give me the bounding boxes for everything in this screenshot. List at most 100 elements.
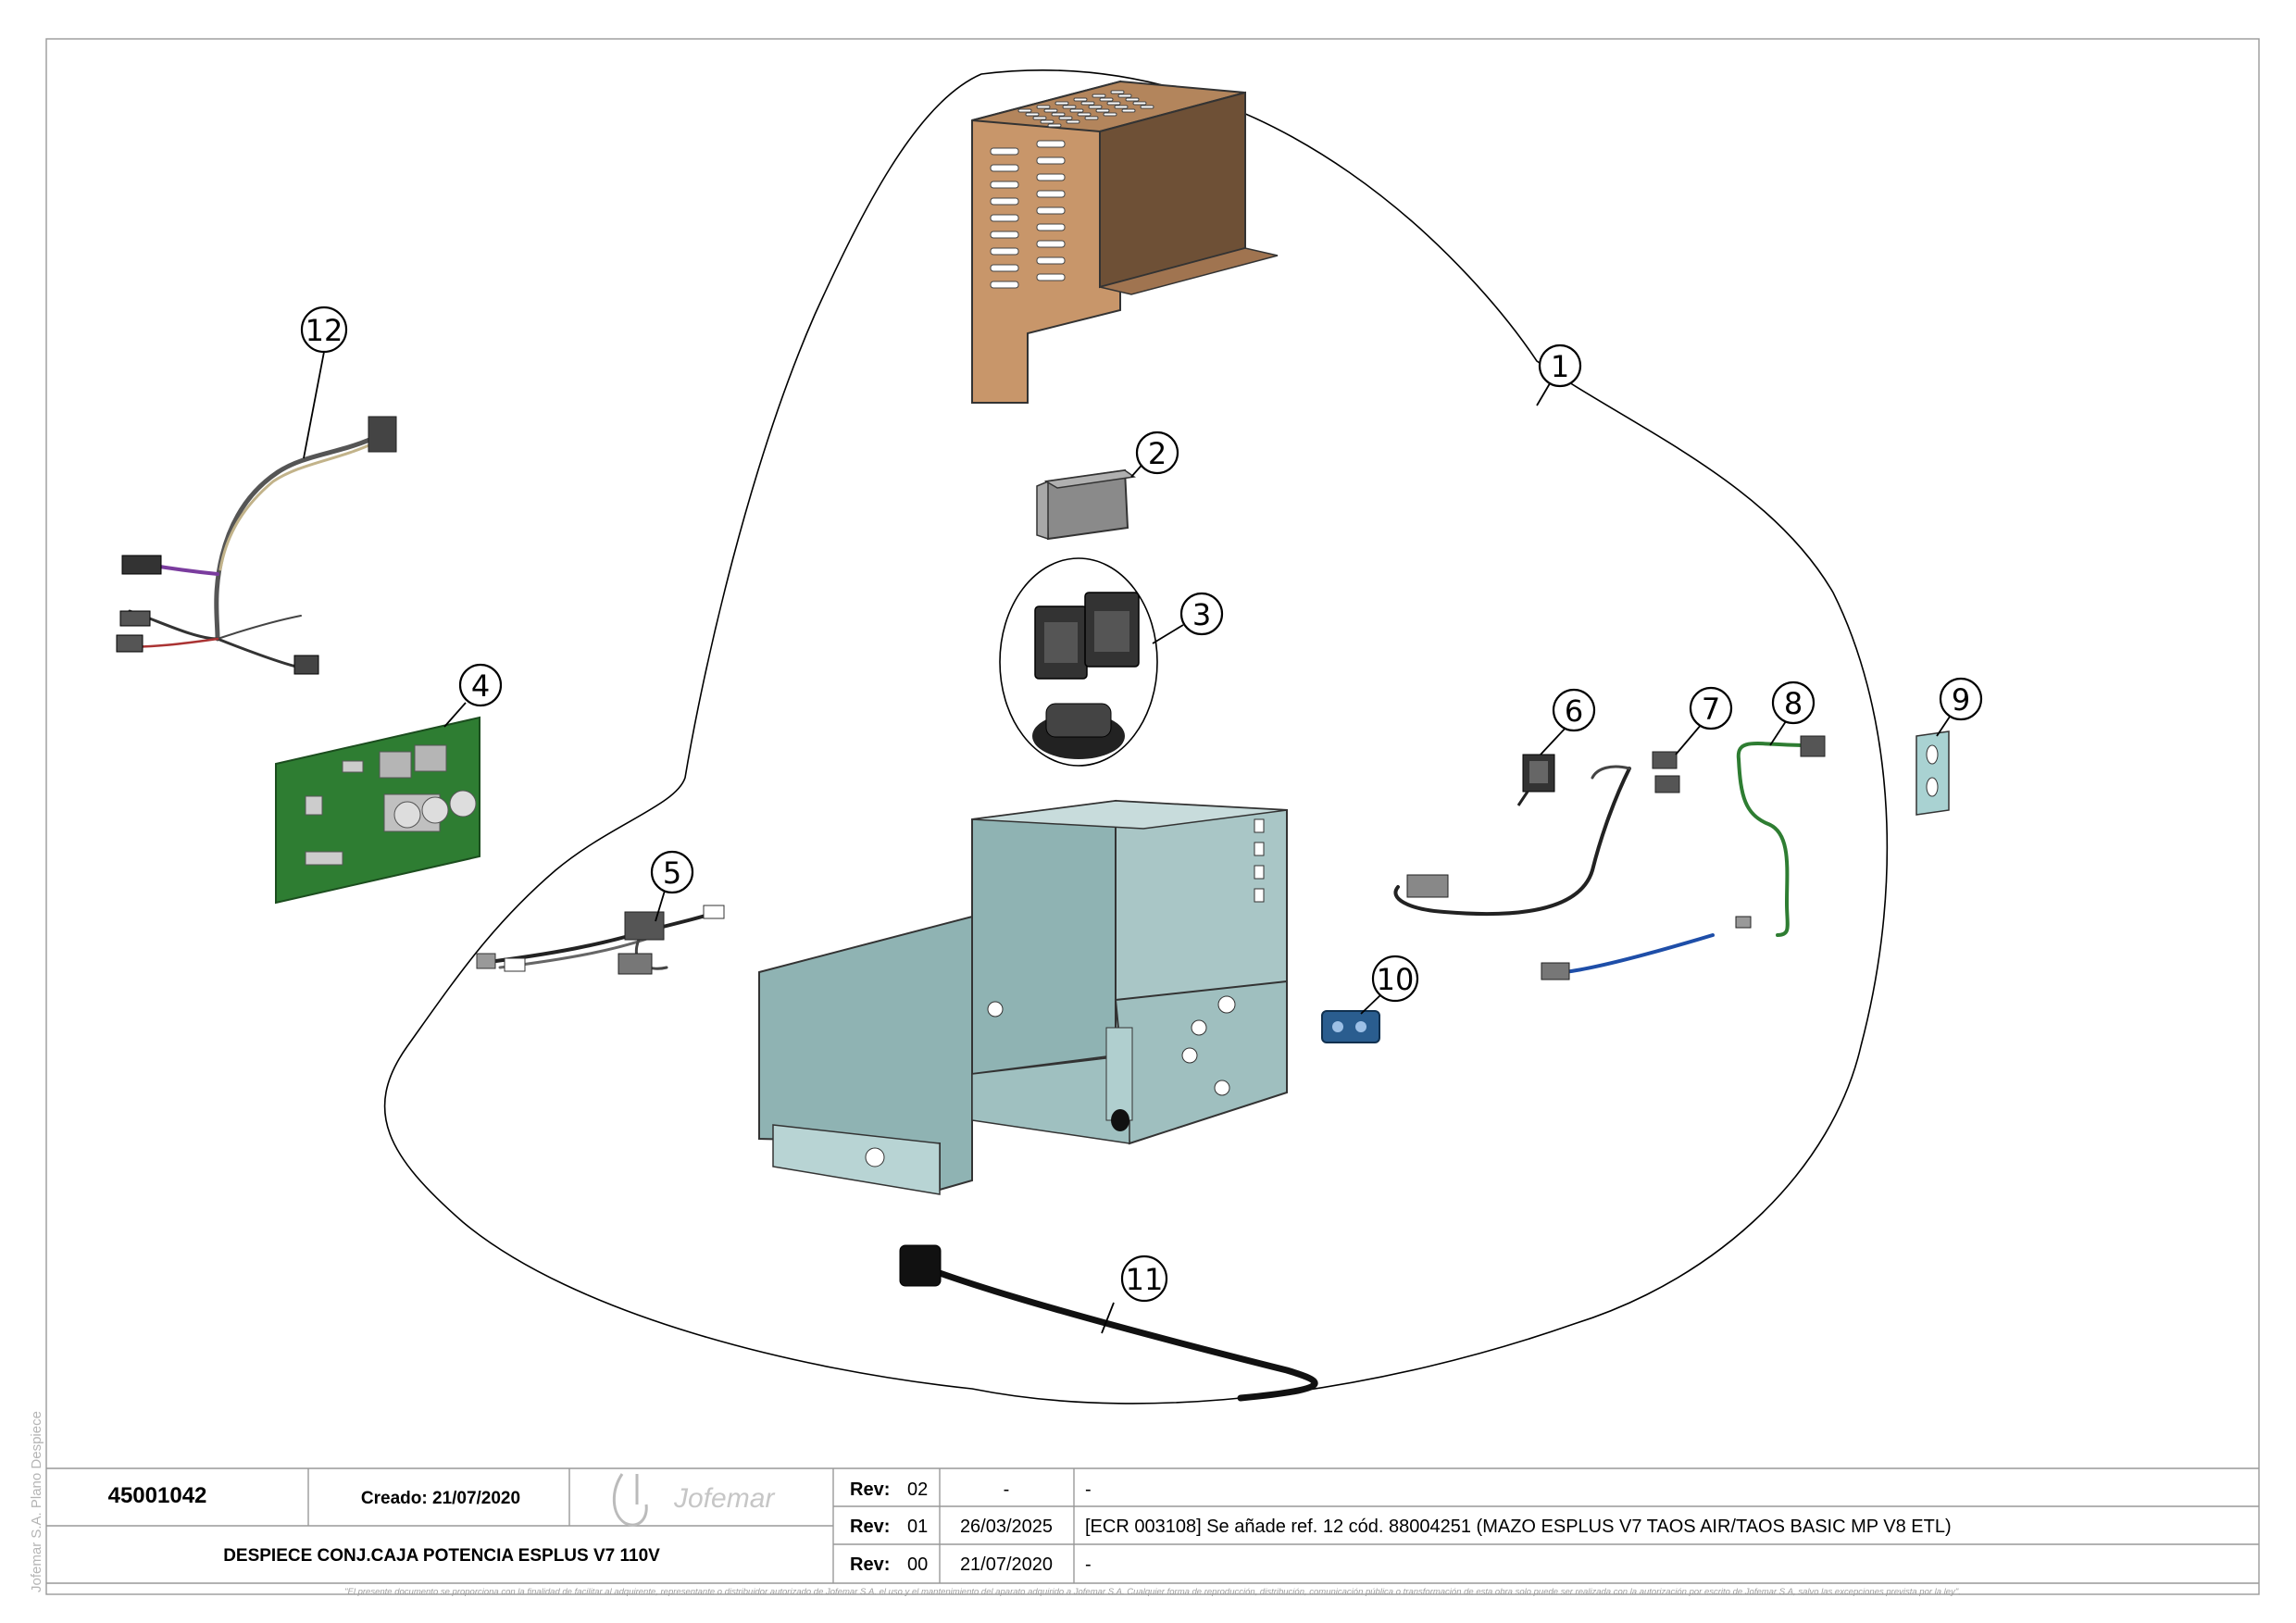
vent-slot (1103, 112, 1117, 117)
callout-12: 12 (300, 306, 348, 354)
rev-date: 26/03/2025 (960, 1517, 1053, 1537)
vent-slot (1121, 108, 1136, 113)
svg-text:8: 8 (1784, 686, 1803, 721)
logo-text: Jofemar (673, 1483, 775, 1514)
vent-slot (1036, 256, 1066, 265)
power-pcb-part (275, 716, 480, 905)
rev-description: - (1085, 1479, 1092, 1500)
vent-slot (1047, 123, 1062, 128)
revision-row: Rev: 01 26/03/2025 [ECR 003108] Se añade… (850, 1517, 1952, 1537)
vent-slot (990, 147, 1019, 156)
vent-slot (1084, 116, 1099, 120)
svg-text:4: 4 (471, 668, 490, 704)
callout-10: 10 (1371, 955, 1419, 1003)
svg-text:1: 1 (1551, 349, 1569, 384)
svg-text:9: 9 (1952, 682, 1970, 718)
vent-slot (1036, 156, 1066, 165)
rev-description: [ECR 003108] Se añade ref. 12 cód. 88004… (1085, 1517, 1952, 1537)
vent-slot (1117, 94, 1132, 98)
vent-slot (1125, 97, 1140, 102)
plate-part (1915, 730, 1950, 816)
svg-text:3: 3 (1192, 597, 1211, 632)
vent-slot (1036, 190, 1066, 198)
housing-cover-part (971, 80, 1279, 404)
svg-text:6: 6 (1565, 693, 1583, 729)
rev-date: - (1004, 1479, 1010, 1500)
rev-number: 02 (907, 1479, 928, 1500)
vent-slot (1099, 97, 1114, 102)
svg-text:12: 12 (306, 313, 343, 348)
blue-module-part (1321, 1010, 1380, 1043)
vent-slot (1036, 105, 1051, 109)
drawing-code: 45001042 (108, 1483, 207, 1508)
vent-slot (1140, 105, 1154, 109)
vent-slot (1040, 119, 1054, 124)
callout-11: 11 (1120, 1255, 1168, 1303)
vent-slot (990, 264, 1019, 272)
vent-slot (1088, 105, 1103, 109)
revision-row: Rev: 02 - - (850, 1479, 1092, 1500)
rev-label: Rev: (850, 1479, 890, 1500)
vent-slot (1132, 101, 1147, 106)
svg-text:7: 7 (1702, 692, 1720, 727)
vent-slot (1066, 119, 1080, 124)
vent-slot (1106, 101, 1121, 106)
chassis-part (758, 799, 1288, 1195)
vent-slot (1058, 116, 1073, 120)
connector-part (1516, 754, 1555, 806)
vent-slot (1036, 140, 1066, 148)
vent-slot (1032, 116, 1047, 120)
svg-text:5: 5 (663, 855, 681, 891)
vent-slot (1036, 223, 1066, 231)
vent-slot (1069, 108, 1084, 113)
jofemar-logo: Jofemar (612, 1473, 775, 1527)
transformer-block-part (1036, 468, 1136, 541)
svg-text:2: 2 (1148, 436, 1167, 471)
power-cable-part (899, 1244, 1318, 1402)
vent-slot (1051, 112, 1066, 117)
vent-slot (990, 197, 1019, 206)
callout-7: 7 (1689, 686, 1733, 730)
callout-9: 9 (1939, 677, 1983, 721)
wiring-harness-part (116, 416, 397, 675)
created-date: Creado: 21/07/2020 (361, 1489, 520, 1508)
rev-number: 00 (907, 1554, 928, 1575)
vent-slot (1036, 173, 1066, 181)
vent-slot (1073, 97, 1088, 102)
ground-cable-part (1541, 735, 1826, 980)
callout-2: 2 (1135, 431, 1179, 475)
vent-slot (1025, 112, 1040, 117)
vent-slot (1054, 101, 1069, 106)
drawing-title: DESPIECE CONJ.CAJA POTENCIA ESPLUS V7 11… (223, 1546, 660, 1566)
vent-slot (1077, 112, 1092, 117)
vent-slot (1036, 206, 1066, 215)
assembly-outline (383, 69, 1889, 1405)
rev-date: 21/07/2020 (960, 1554, 1053, 1575)
vent-slot (1080, 101, 1095, 106)
part-3-group-outline (999, 557, 1158, 767)
rev-number: 01 (907, 1517, 928, 1537)
vent-slot (1062, 105, 1077, 109)
vent-slot (1095, 108, 1110, 113)
footer-disclaimer: "El presente documento se proporciona co… (344, 1587, 1961, 1597)
title-block: 45001042 Creado: 21/07/2020 Jofemar DESP… (46, 1467, 2259, 1584)
vent-slot (1114, 105, 1129, 109)
vent-slot (1043, 108, 1058, 113)
vent-slot (1036, 240, 1066, 248)
cable-part (1393, 751, 1680, 917)
rev-label: Rev: (850, 1554, 890, 1575)
rev-description: - (1085, 1554, 1092, 1575)
vent-slot (990, 231, 1019, 239)
vent-slot (990, 181, 1019, 189)
vent-slot (990, 164, 1019, 172)
harness-part (476, 905, 725, 975)
vent-slot (1036, 273, 1066, 281)
vent-slot (990, 214, 1019, 222)
vent-slot (990, 247, 1019, 256)
vent-slot (1017, 108, 1032, 113)
sheet-border (45, 38, 2260, 1595)
transformers-group-part (1032, 592, 1140, 759)
side-text: Jofemar S.A. Plano Despiece (29, 1411, 44, 1592)
svg-text:10: 10 (1377, 962, 1415, 997)
